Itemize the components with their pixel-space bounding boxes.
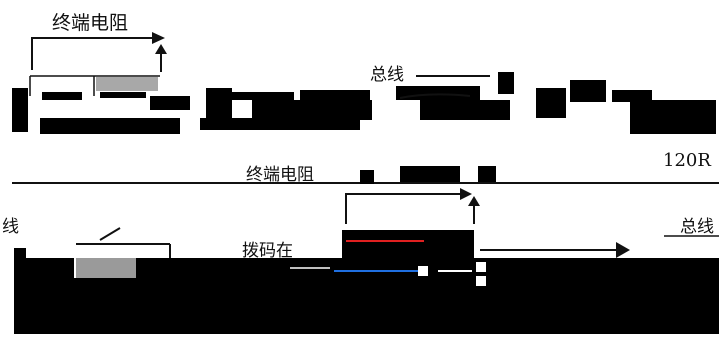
arrow-up-icon bbox=[155, 44, 167, 54]
bus-label-left: 线 bbox=[2, 217, 19, 237]
terminal-resistor-label-top: 终端电阻 bbox=[52, 12, 129, 34]
bus-label-top: 总线 bbox=[370, 65, 404, 85]
connector-grey-top bbox=[96, 77, 158, 91]
arrow-right-icon-mid bbox=[460, 188, 472, 200]
resistor-value-label: 120R bbox=[663, 150, 711, 171]
arrow-right-icon-bus bbox=[616, 242, 630, 258]
arrow-up-icon-mid bbox=[468, 196, 480, 206]
terminal-resistor-label-mid: 终端电阻 bbox=[246, 165, 314, 185]
dip-switch-label: 拨码在 bbox=[242, 241, 293, 261]
bus-label-right: 总线 bbox=[680, 217, 714, 237]
bus-line-top bbox=[399, 75, 490, 99]
connector-block-top bbox=[29, 75, 160, 96]
arrow-right-icon bbox=[152, 32, 165, 44]
dip-switch-body bbox=[342, 230, 474, 260]
upper-mask-band bbox=[12, 72, 716, 134]
bus-wire-left bbox=[76, 227, 171, 258]
connector-grey-bottom bbox=[76, 258, 136, 278]
terminal-resistor-pointer-top bbox=[31, 37, 162, 72]
connector-edge-bottom bbox=[74, 258, 76, 278]
connector-pins bbox=[418, 262, 486, 286]
mid-mask-blocks bbox=[360, 166, 496, 184]
terminal-resistor-pointer-mid bbox=[345, 193, 475, 224]
